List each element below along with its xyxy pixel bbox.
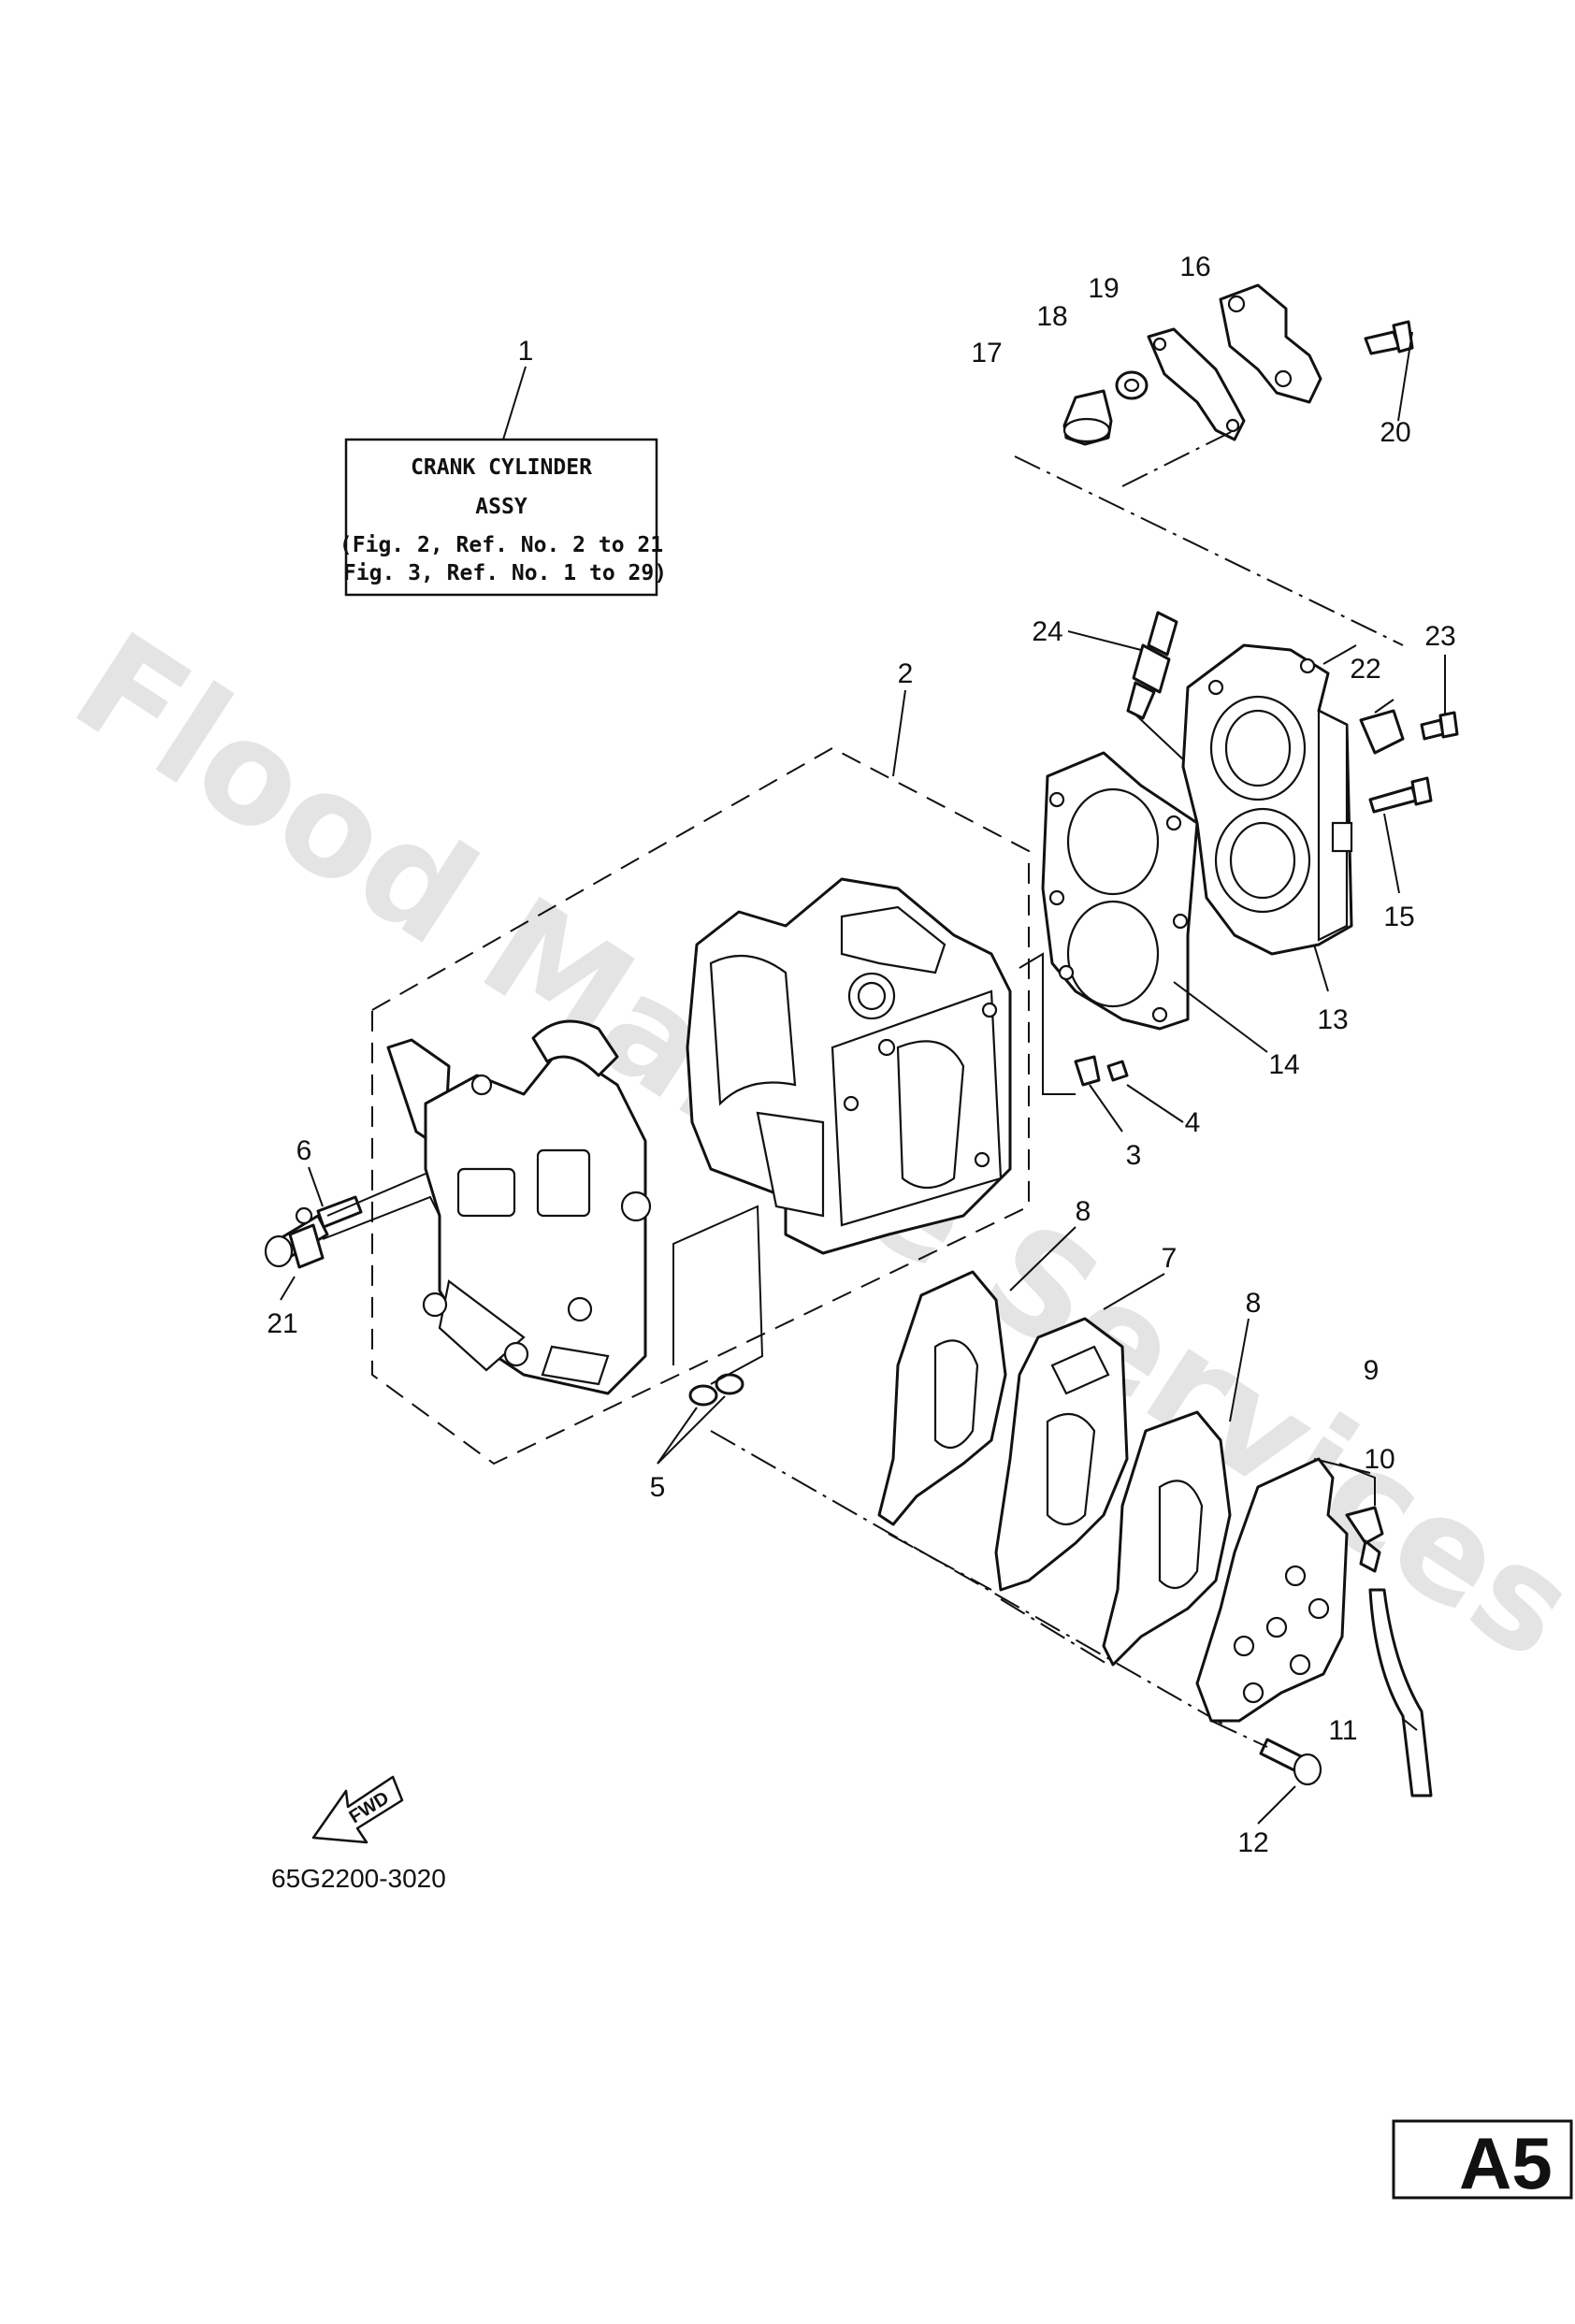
- box-line-1: CRANK CYLINDER: [411, 455, 592, 480]
- clip-3: [1074, 1055, 1101, 1087]
- cover-bolt: [1364, 320, 1414, 355]
- cylinder-block: [686, 877, 1012, 1255]
- water-fitting: [1345, 1506, 1384, 1573]
- part-callouts: 1 2 3 4 5 6 7 8 8 9 10 11 12 13 14 15 16…: [267, 252, 1455, 1858]
- ref-8b: 8: [1246, 1288, 1262, 1319]
- crankcase-assembly-outline: [371, 746, 1030, 1465]
- ref-24: 24: [1032, 616, 1062, 647]
- spark-plug: [1126, 611, 1178, 720]
- ref-16: 16: [1179, 252, 1210, 282]
- ref-17: 17: [971, 338, 1002, 368]
- thermostat-cover: [1219, 283, 1322, 404]
- ref-12: 12: [1237, 1827, 1268, 1858]
- screw-4: [1106, 1060, 1129, 1082]
- head-bolt-15: [1368, 776, 1433, 814]
- thermostat-gasket: [1147, 327, 1246, 441]
- anode-cover: [1359, 709, 1405, 755]
- head-bolt-23: [1420, 711, 1459, 741]
- ref-6: 6: [296, 1135, 312, 1166]
- ref-20: 20: [1380, 417, 1410, 448]
- washer: [1115, 370, 1149, 400]
- ref-19: 19: [1088, 273, 1119, 304]
- ref-1: 1: [518, 336, 534, 367]
- exhaust-gasket-8b: [1102, 1410, 1232, 1667]
- cover-bolt-12: [1259, 1738, 1322, 1786]
- ref-15: 15: [1383, 902, 1414, 932]
- cylinder-head: [1181, 643, 1353, 956]
- ref-11: 11: [1328, 1715, 1357, 1746]
- outer-exhaust-cover: [1195, 1457, 1349, 1723]
- ref-7: 7: [1162, 1243, 1178, 1274]
- ref-22: 22: [1350, 654, 1380, 685]
- ref-2: 2: [898, 658, 914, 689]
- dowel-pins: [688, 1373, 744, 1407]
- drawing-code: 65G2200-3020: [271, 1864, 446, 1893]
- ref-18: 18: [1036, 301, 1067, 332]
- page-tag-label: A5: [1459, 2122, 1553, 2204]
- exhaust-gasket-8a: [877, 1270, 1007, 1526]
- ref-9: 9: [1364, 1355, 1380, 1386]
- crankcase: [386, 1019, 652, 1395]
- hose: [1368, 1588, 1433, 1797]
- box-line-2: ASSY: [475, 495, 527, 519]
- thermostat: [1062, 389, 1113, 446]
- ref-3: 3: [1126, 1140, 1142, 1171]
- fitting-21: [288, 1206, 325, 1269]
- ref-23: 23: [1424, 621, 1455, 652]
- ref-13: 13: [1317, 1004, 1348, 1035]
- ref-10: 10: [1364, 1444, 1394, 1475]
- head-gasket: [1041, 751, 1199, 1031]
- ref-4: 4: [1185, 1107, 1201, 1138]
- ref-21: 21: [267, 1308, 297, 1339]
- ref-5: 5: [650, 1472, 666, 1503]
- ref-8a: 8: [1076, 1196, 1091, 1227]
- box-line-4: Fig. 3, Ref. No. 1 to 29): [343, 561, 667, 585]
- box-line-3: (Fig. 2, Ref. No. 2 to 21: [340, 533, 663, 557]
- fwd-arrow-icon: FWD: [311, 1775, 404, 1844]
- crank-cylinder-assy-label-box: CRANK CYLINDER ASSY (Fig. 2, Ref. No. 2 …: [340, 438, 667, 597]
- exhaust-cover-7: [994, 1317, 1129, 1592]
- ref-14: 14: [1268, 1049, 1299, 1080]
- page-tag: A5: [1392, 2119, 1573, 2204]
